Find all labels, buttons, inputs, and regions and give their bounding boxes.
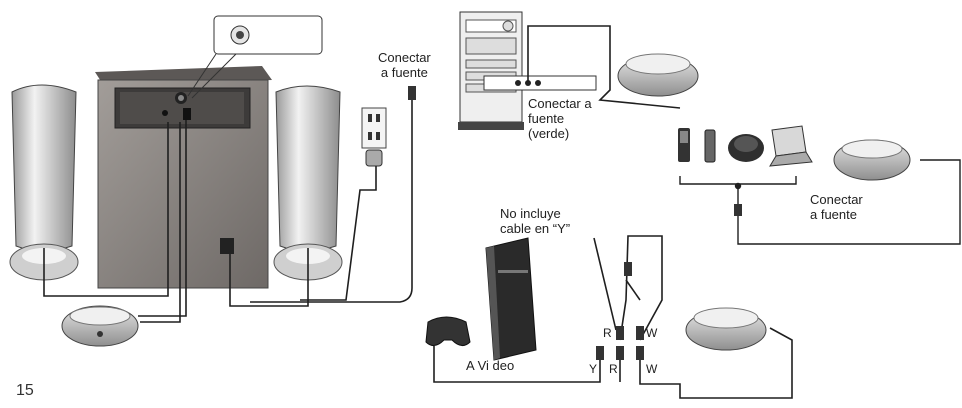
pc-cable	[527, 25, 681, 109]
control-pod-console	[685, 307, 767, 351]
game-controller	[425, 316, 471, 346]
portable-devices	[678, 125, 813, 167]
label-connect-source-2: Conectar a fuente	[810, 192, 863, 222]
label-connect-source-pc: Conectar a fuente (verde)	[528, 96, 592, 141]
wall-outlet	[361, 107, 387, 167]
control-pod-devices	[833, 139, 911, 181]
label-plug-w-top: W	[646, 326, 658, 340]
rca-plugs	[596, 262, 644, 360]
knob-callout	[187, 15, 323, 99]
label-plug-y: Y	[589, 362, 598, 376]
label-plug-r-top: R	[603, 326, 612, 340]
page-number: 15	[16, 382, 34, 399]
label-to-video: A Vi deo	[466, 358, 515, 373]
label-plug-w-bottom: W	[646, 362, 658, 376]
audio-plug	[408, 86, 416, 100]
label-plug-r-bottom: R	[609, 362, 618, 376]
subwoofer	[95, 66, 272, 289]
device-plug	[734, 204, 742, 216]
control-pod-pc	[617, 53, 699, 97]
label-connect-source-1: Conectar a fuente	[378, 50, 431, 80]
pc-tower	[458, 11, 597, 130]
y-cable	[433, 235, 793, 399]
game-console	[485, 237, 537, 361]
device-bracket	[679, 159, 961, 245]
control-pod-left	[61, 305, 139, 347]
subwoofer-cables	[43, 94, 413, 323]
label-y-cable-not-included: No incluye cable en “Y”	[500, 206, 571, 236]
